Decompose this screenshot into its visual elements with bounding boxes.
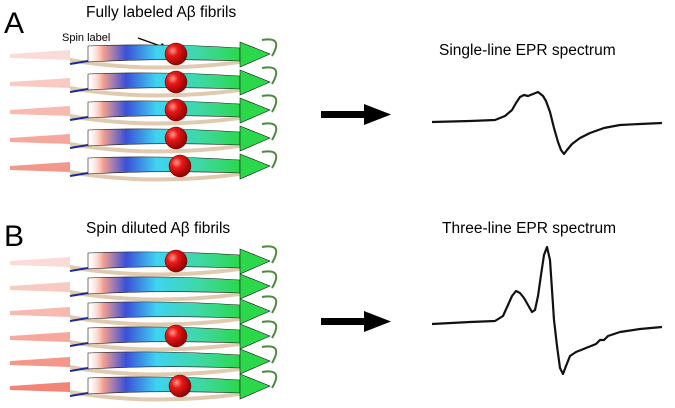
epr-a-spectrum — [431, 90, 663, 156]
beta-strand — [10, 345, 278, 377]
beta-strand — [10, 270, 278, 302]
beta-strand — [10, 38, 278, 70]
beta-strand — [10, 295, 278, 327]
panel-b-letter: B — [4, 220, 24, 253]
panel-b-fibril-stack — [10, 245, 278, 402]
panel-a-fibril-stack — [10, 38, 278, 182]
beta-strand — [10, 66, 278, 98]
epr-b-title: Three-line EPR spectrum — [442, 220, 616, 237]
panel-b-title: Spin diluted Aβ fibrils — [86, 220, 230, 237]
arrow-a — [321, 104, 391, 125]
spin-label-sphere — [168, 154, 192, 178]
beta-strand — [10, 245, 278, 277]
spin-label-sphere — [164, 70, 188, 94]
spin-label-sphere — [164, 98, 188, 122]
beta-strand — [10, 370, 278, 402]
beta-strand — [10, 94, 278, 126]
arrow-b — [321, 311, 391, 332]
beta-strand — [10, 320, 278, 352]
spin-label-text: Spin label — [62, 32, 110, 44]
epr-a-title: Single-line EPR spectrum — [439, 42, 616, 59]
panel-a-title: Fully labeled Aβ fibrils — [86, 4, 236, 21]
spin-label-sphere — [164, 126, 188, 150]
beta-strand — [10, 150, 278, 182]
spin-label-sphere — [164, 42, 188, 66]
panel-a-letter: A — [4, 7, 24, 40]
spin-label-sphere — [164, 324, 188, 348]
spin-label-sphere — [164, 249, 188, 273]
beta-strand — [10, 122, 278, 154]
spin-label-sphere — [168, 374, 192, 398]
epr-b-spectrum — [431, 245, 663, 376]
